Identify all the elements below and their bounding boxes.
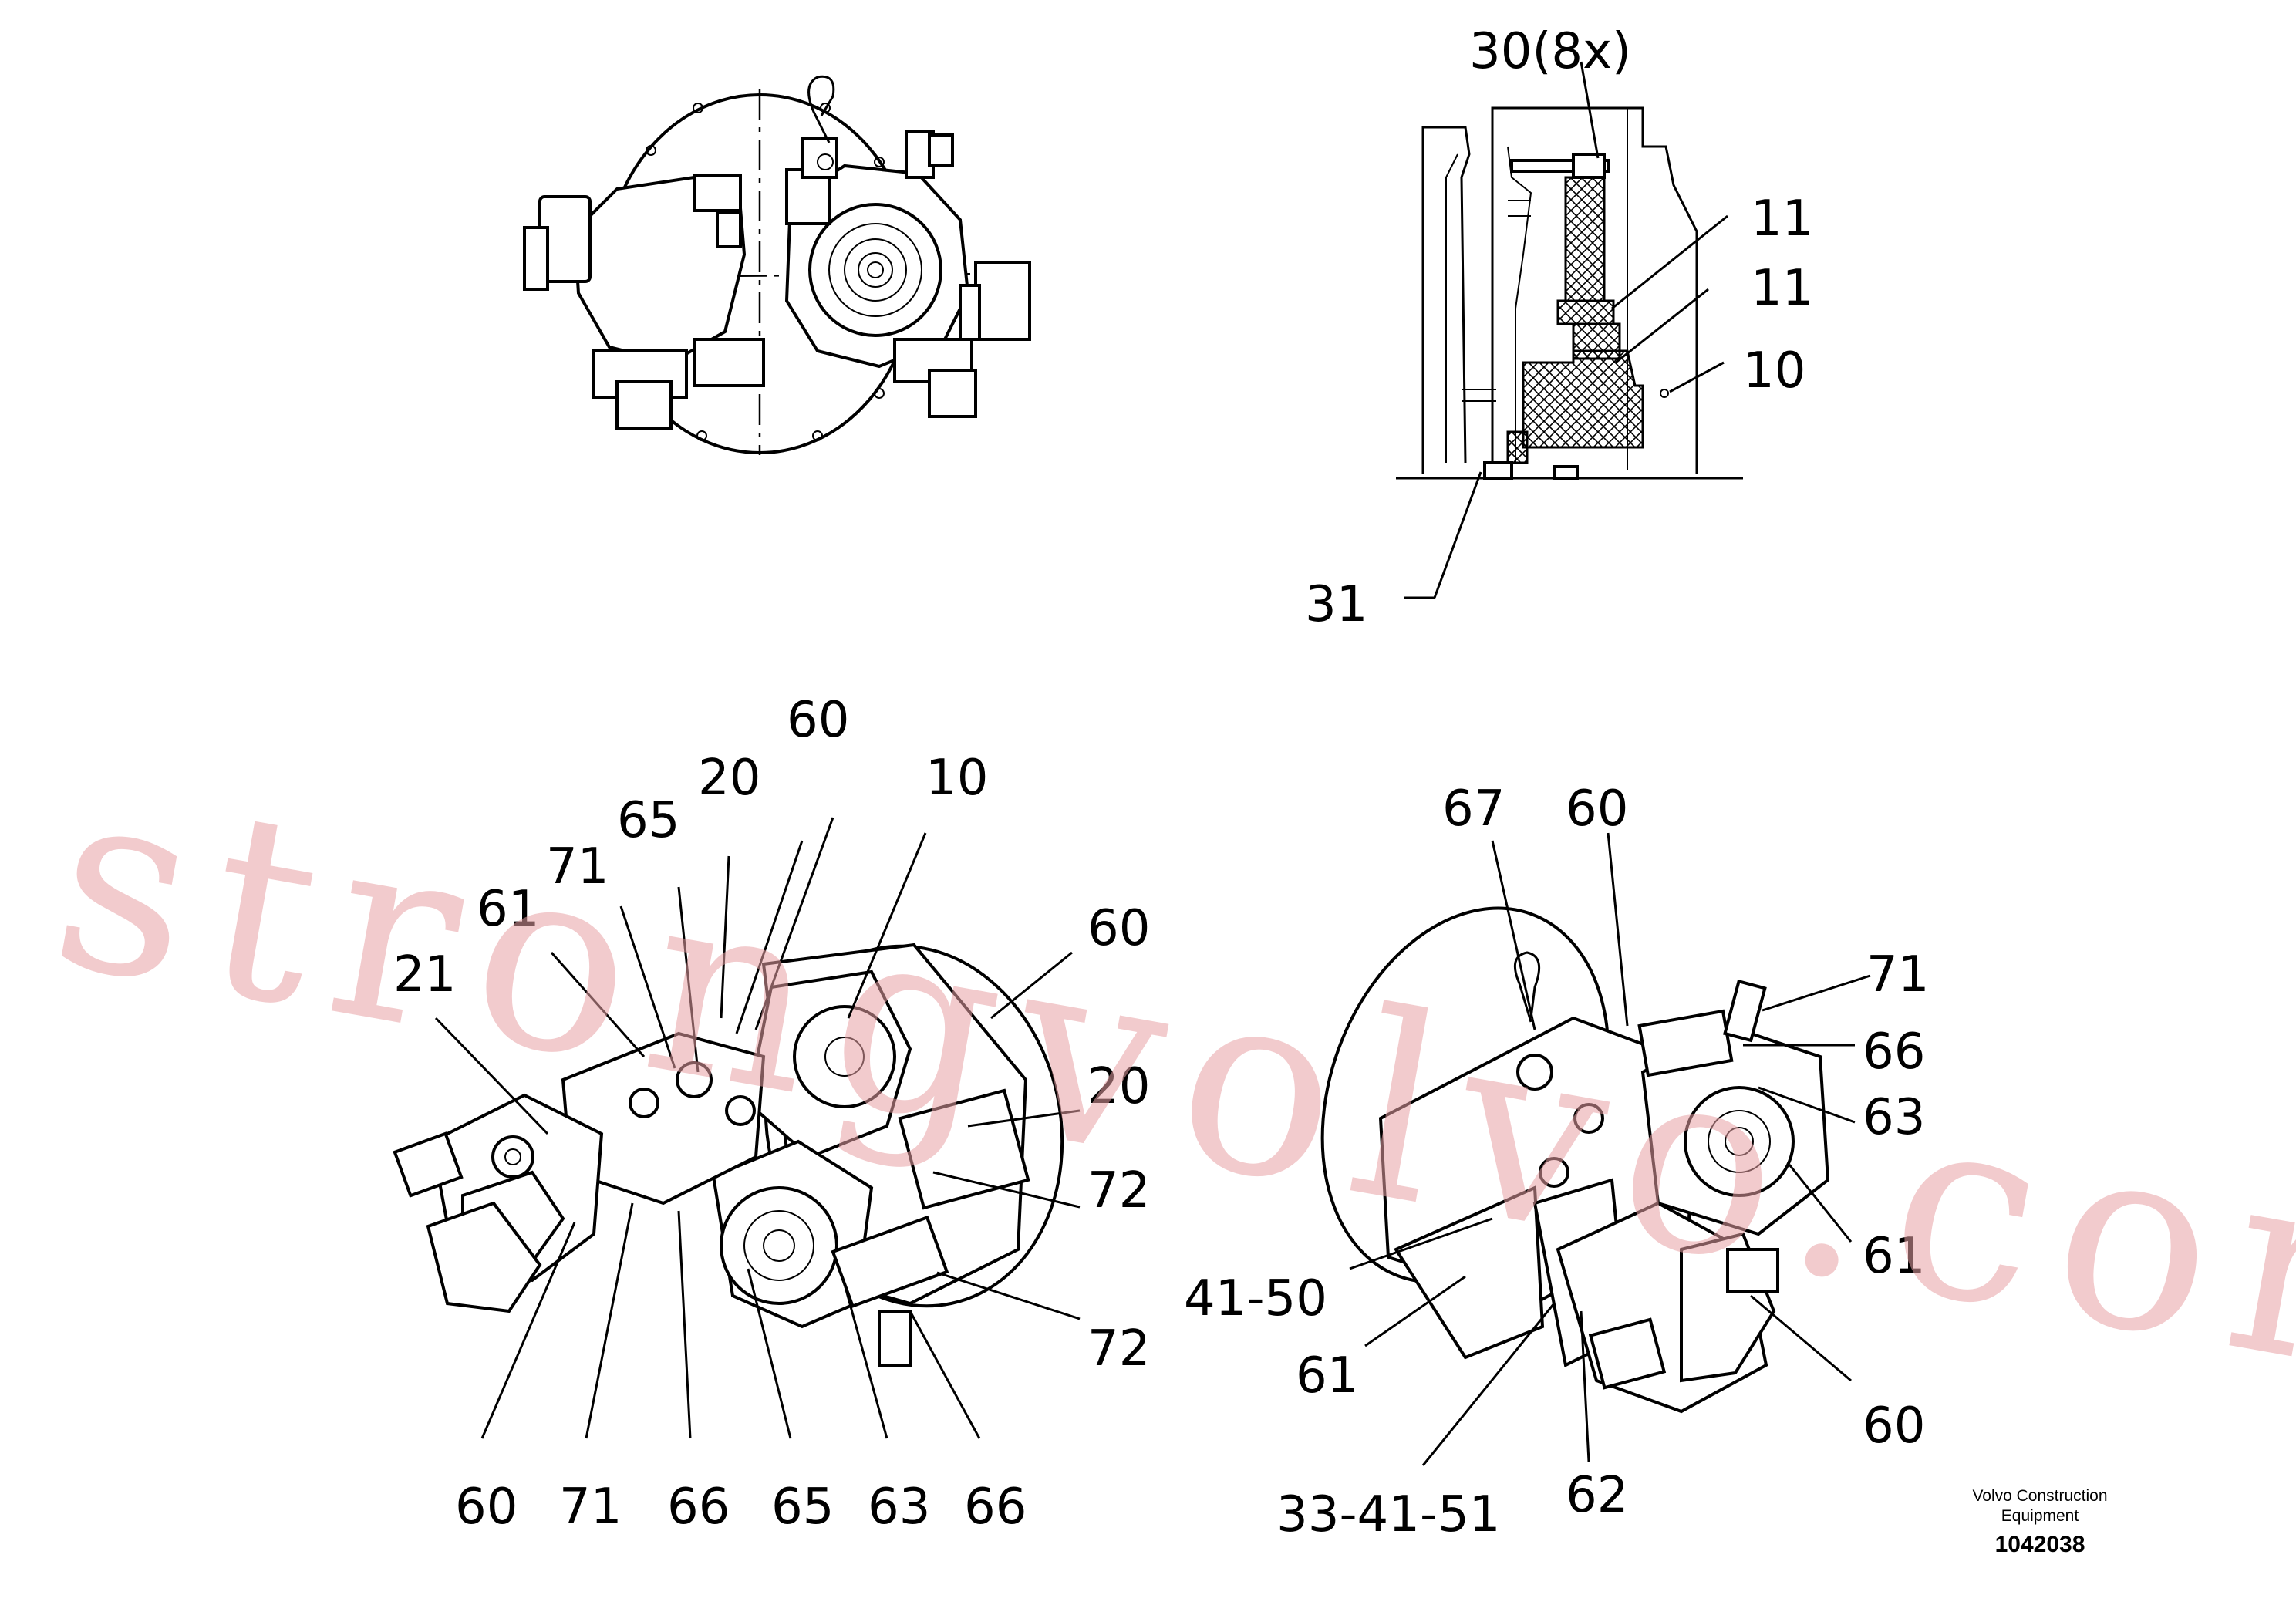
callout-72-upper: 72 xyxy=(1087,1162,1150,1219)
callout-31: 31 xyxy=(1305,576,1367,633)
callout-60-r: 60 xyxy=(1863,1398,1925,1455)
callout-66-r: 66 xyxy=(1863,1023,1925,1081)
callout-10: 10 xyxy=(1743,342,1805,400)
section-view-drawing xyxy=(1396,61,1743,599)
callout-72-lower: 72 xyxy=(1087,1320,1150,1378)
callout-33-41-51: 33-41-51 xyxy=(1276,1486,1501,1543)
callout-65-top: 65 xyxy=(617,792,679,849)
callout-30-8x: 30(8x) xyxy=(1469,23,1631,80)
brand-line-2: Equipment xyxy=(2001,1507,2079,1525)
callout-10-top: 10 xyxy=(925,750,988,807)
callout-41-50: 41-50 xyxy=(1184,1270,1327,1327)
callout-60-top-r: 60 xyxy=(1566,781,1628,838)
callout-11-upper: 11 xyxy=(1751,191,1813,248)
callout-71-bottom: 71 xyxy=(559,1479,622,1536)
callout-11-lower: 11 xyxy=(1751,260,1813,317)
callout-20-top: 20 xyxy=(698,750,760,807)
callout-21: 21 xyxy=(393,946,456,1003)
callout-67: 67 xyxy=(1442,781,1505,838)
left-assembly-callouts: 60 20 10 65 71 61 21 60 20 72 72 60 71 6… xyxy=(393,692,1150,1536)
callout-60-bottom: 60 xyxy=(455,1479,518,1536)
callout-20-right: 20 xyxy=(1087,1058,1150,1115)
watermark: strongvolvo.com xyxy=(35,728,2296,1448)
top-view-drawing xyxy=(523,75,1031,455)
title-block: Volvo Construction Equipment 1042038 xyxy=(1972,1487,2107,1557)
callout-63-bottom: 63 xyxy=(868,1479,930,1536)
callout-65-bottom: 65 xyxy=(771,1479,834,1536)
right-assembly-drawing xyxy=(1320,832,1871,1466)
section-callouts: 30(8x) 11 11 10 31 xyxy=(1305,23,1813,633)
right-assembly-callouts: 67 60 71 66 63 61 60 41-50 61 33-41-51 6… xyxy=(1184,781,1929,1543)
callout-71-r: 71 xyxy=(1866,946,1929,1003)
part-number: 1042038 xyxy=(1995,1532,2085,1557)
callout-63-r: 63 xyxy=(1863,1089,1925,1146)
callout-71-top: 71 xyxy=(546,838,609,895)
callout-61-top: 61 xyxy=(477,881,539,938)
callout-60-top: 60 xyxy=(787,692,849,749)
callout-62: 62 xyxy=(1566,1467,1628,1524)
left-assembly-drawing xyxy=(393,817,1081,1439)
callout-61-l: 61 xyxy=(1296,1347,1358,1404)
callout-60-right: 60 xyxy=(1087,900,1150,957)
brand-line-1: Volvo Construction xyxy=(1972,1487,2107,1505)
callout-66-bottom-b: 66 xyxy=(964,1479,1027,1536)
callout-61-r: 61 xyxy=(1863,1228,1925,1285)
callout-66-bottom-a: 66 xyxy=(667,1479,730,1536)
